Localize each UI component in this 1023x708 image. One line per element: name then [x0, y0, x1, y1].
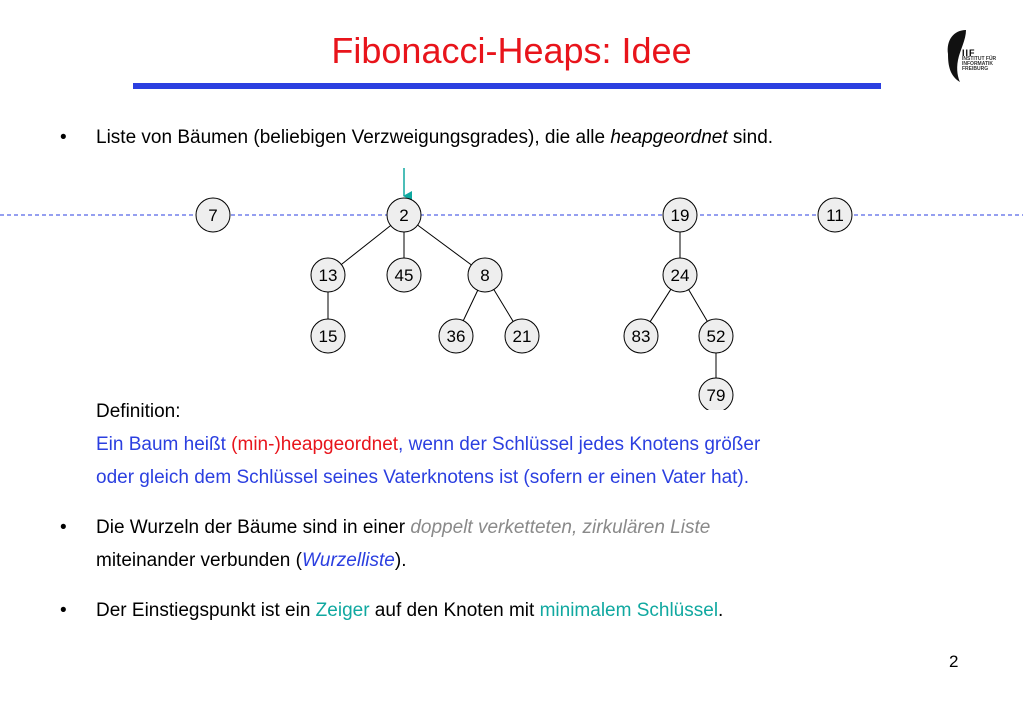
- node-key: 45: [395, 266, 414, 285]
- node-key: 2: [399, 206, 408, 225]
- heap-node: 52: [698, 318, 734, 354]
- text-run-term: Wurzelliste: [301, 550, 395, 571]
- tree-edge: [462, 290, 479, 321]
- text-run: miteinander verbunden (: [96, 550, 302, 571]
- heap-node: 36: [438, 318, 474, 354]
- heap-node: 7: [195, 197, 231, 233]
- node-circle: [438, 318, 474, 354]
- node-circle: [817, 197, 853, 233]
- node-circle: [662, 197, 698, 233]
- text-run-term: Zeiger: [315, 600, 370, 621]
- heap-node: 15: [310, 318, 346, 354]
- bullet-3-text: Der Einstiegspunkt ist ein Zeiger auf de…: [96, 600, 723, 622]
- node-key: 24: [671, 266, 690, 285]
- text-run: , wenn der Schlüssel jedes Knotens größe…: [398, 434, 761, 455]
- node-key: 83: [632, 327, 651, 346]
- text-run: ).: [394, 550, 407, 571]
- node-key: 8: [480, 266, 489, 285]
- node-circle: [662, 257, 698, 293]
- text-run: auf den Knoten mit: [369, 600, 540, 621]
- node-circle: [698, 377, 734, 410]
- logo-line: INFORMATIK: [962, 61, 994, 67]
- tree-edge: [341, 225, 391, 265]
- text-run: .: [718, 600, 724, 621]
- text-run: Liste von Bäumen (beliebigen Verzweigung…: [96, 127, 611, 148]
- text-run-term: minimalem Schlüssel: [539, 600, 719, 621]
- node-key: 79: [707, 386, 726, 405]
- heap-node: 13: [310, 257, 346, 293]
- node-circle: [310, 257, 346, 293]
- node-key: 19: [671, 206, 690, 225]
- node-key: 52: [707, 327, 726, 346]
- definition-label: Definition:: [96, 401, 181, 422]
- node-key: 7: [208, 206, 217, 225]
- node-key: 13: [319, 266, 338, 285]
- tree-edge: [688, 289, 708, 322]
- text-run-emphasis: heapgeordnet: [610, 127, 728, 148]
- text-run: Ein Baum heißt: [96, 434, 232, 455]
- fibonacci-heap-diagram: 7 2 19 11 13 45 8 24 15 36 21 83 52 79: [0, 168, 1023, 410]
- definition-line-2: oder gleich dem Schlüssel seines Vaterkn…: [96, 467, 750, 488]
- page-number: 2: [949, 652, 959, 671]
- text-run: sind.: [727, 127, 774, 148]
- tree-edge: [649, 289, 672, 322]
- node-key: 15: [319, 327, 338, 346]
- tree-edge: [493, 289, 514, 322]
- institute-logo-icon: [947, 30, 966, 82]
- tree-edge: [417, 224, 472, 266]
- node-circle: [310, 318, 346, 354]
- node-circle: [195, 197, 231, 233]
- heap-node: 79: [698, 377, 734, 410]
- node-circle: [386, 257, 422, 293]
- bullet-2-line-2: miteinander verbunden (Wurzelliste).: [96, 550, 406, 572]
- bullet-marker: •: [60, 517, 67, 538]
- title-underline: [133, 83, 881, 89]
- text-run-emphasis: doppelt verketteten, zirkulären Liste: [410, 517, 711, 538]
- bullet-2-line-1: Die Wurzeln der Bäume sind in einer dopp…: [96, 517, 710, 539]
- slide-title: Fibonacci-Heaps: Idee: [331, 30, 692, 71]
- logo-caption: INSTITUT FÜR INFORMATIK FREIBURG: [962, 57, 996, 72]
- node-circle: [623, 318, 659, 354]
- heap-node: 2: [386, 197, 422, 233]
- logo-line: INSTITUT FÜR: [962, 56, 997, 62]
- node-circle: [504, 318, 540, 354]
- heap-node: 11: [817, 197, 853, 233]
- node-circle: [386, 197, 422, 233]
- text-run-term: (min-)heapgeordnet: [231, 434, 399, 455]
- heap-node: 19: [662, 197, 698, 233]
- logo-line: FREIBURG: [962, 66, 989, 72]
- bullet-1-text: Liste von Bäumen (beliebigen Verzweigung…: [96, 127, 773, 149]
- node-key: 21: [513, 327, 532, 346]
- node-key: 36: [447, 327, 466, 346]
- bullet-marker: •: [60, 600, 67, 621]
- heap-node: 8: [467, 257, 503, 293]
- logo-mark: IIF: [962, 48, 976, 58]
- heap-node: 21: [504, 318, 540, 354]
- bullet-marker: •: [60, 127, 67, 148]
- text-run: Die Wurzeln der Bäume sind in einer: [96, 517, 411, 538]
- heap-node: 83: [623, 318, 659, 354]
- definition-line-1: Ein Baum heißt (min-)heapgeordnet, wenn …: [96, 434, 760, 456]
- node-key: 11: [826, 206, 844, 225]
- node-circle: [698, 318, 734, 354]
- node-circle: [467, 257, 503, 293]
- heap-node: 24: [662, 257, 698, 293]
- heap-node: 45: [386, 257, 422, 293]
- text-run: Der Einstiegspunkt ist ein: [96, 600, 316, 621]
